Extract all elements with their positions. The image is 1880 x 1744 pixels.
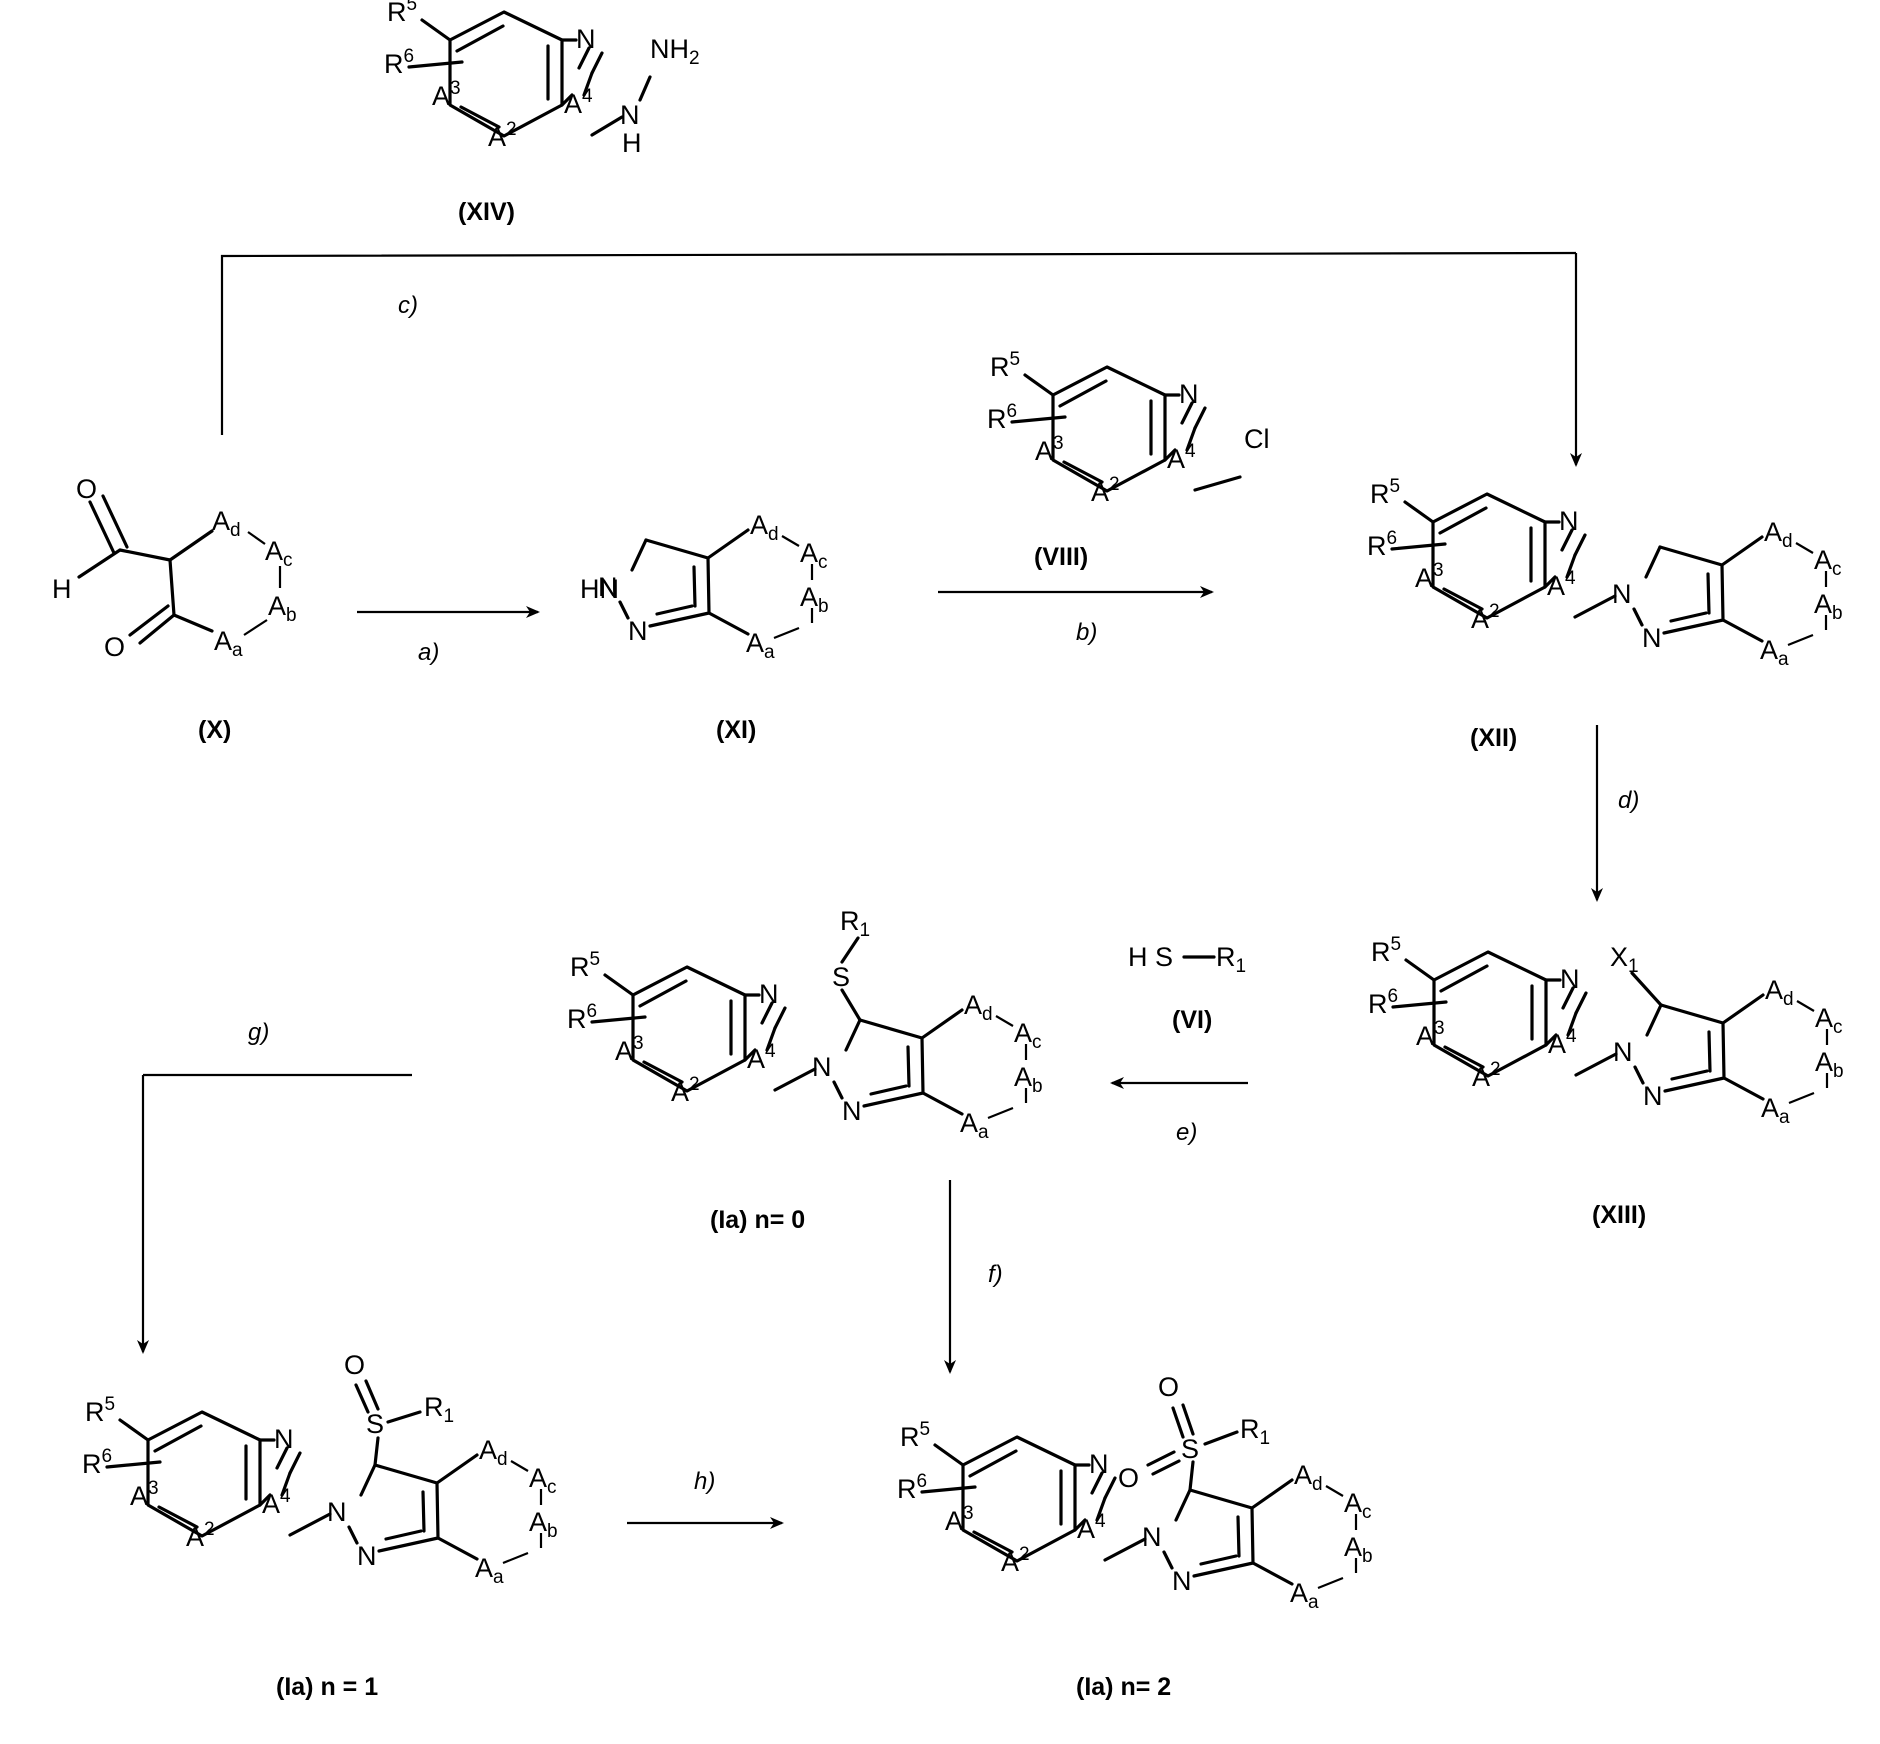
cl-label: Cl: [1244, 424, 1270, 454]
step-f-label: f): [988, 1261, 1003, 1288]
compound-x: O H O Ad Ac Ab Aa (X): [52, 474, 297, 744]
step-d-label: d): [1618, 787, 1639, 814]
sulfone-o2-label: O: [1118, 1463, 1139, 1493]
aldehyde-o-label: O: [76, 474, 97, 504]
sulfone-o1-label: O: [1158, 1372, 1179, 1402]
r1-label: R1: [1216, 942, 1246, 977]
sulfoxide-o-label: O: [344, 1350, 365, 1380]
ketone-o-label: O: [104, 632, 125, 662]
nh-label: HN: [580, 574, 619, 604]
step-c-label: c): [398, 292, 418, 319]
nh2-label: NH2: [650, 34, 700, 69]
label-x: (X): [198, 716, 231, 744]
compound-xi: HN (XI): [580, 510, 829, 744]
hydrazine-n-label: N: [620, 100, 640, 130]
label-ia-n2: (Ia) n= 2: [1076, 1673, 1171, 1701]
compound-xii: (XII): [1367, 476, 1843, 752]
label-ia-n0: (Ia) n= 0: [710, 1206, 805, 1234]
x1-label: X1: [1610, 942, 1639, 977]
step-g-label: g): [248, 1019, 269, 1046]
label-xii: (XII): [1470, 724, 1517, 752]
label-xi: (XI): [716, 716, 756, 744]
svg-text:R1: R1: [840, 906, 870, 941]
compound-xiv: N H NH2 (XIV): [384, 0, 700, 226]
svg-text:Ad: Ad: [212, 506, 241, 541]
label-xiv: (XIV): [458, 198, 515, 226]
step-h-label: h): [694, 1468, 715, 1495]
compound-viii: Cl (VIII): [987, 349, 1270, 571]
compound-vi: H S R1 (VI): [1128, 942, 1246, 1034]
compound-xiii: X1 (XIII): [1368, 934, 1844, 1229]
compound-ia-n1: S O R1 (Ia) n = 1: [82, 1350, 558, 1701]
reaction-arrows: c) a) b) d) e) f) g) h): [143, 253, 1639, 1523]
hs-label: H S: [1128, 942, 1173, 972]
step-b-label: b): [1076, 619, 1097, 646]
svg-text:Ab: Ab: [268, 591, 297, 626]
sulfoxide-s-label: S: [366, 1409, 384, 1439]
hydrazine-h-label: H: [622, 128, 642, 158]
sulfide-s-label: S: [832, 962, 850, 992]
label-ia-n1: (Ia) n = 1: [276, 1673, 378, 1701]
svg-text:Aa: Aa: [214, 626, 243, 661]
label-xiii: (XIII): [1592, 1201, 1646, 1229]
compound-ia-n0: S R1 (Ia) n= 0: [567, 906, 1043, 1234]
step-a-label: a): [418, 639, 439, 666]
svg-text:Ac: Ac: [265, 536, 293, 571]
label-vi: (VI): [1172, 1006, 1212, 1034]
svg-text:R1: R1: [424, 1392, 454, 1427]
svg-text:R1: R1: [1240, 1414, 1270, 1449]
step-e-label: e): [1176, 1119, 1197, 1146]
sulfone-s-label: S: [1181, 1434, 1199, 1464]
compound-ia-n2: S O O R1 (Ia) n= 2: [897, 1372, 1373, 1701]
arrow-c-path: [222, 253, 1576, 435]
label-viii: (VIII): [1034, 543, 1088, 571]
aldehyde-h-label: H: [52, 574, 72, 604]
